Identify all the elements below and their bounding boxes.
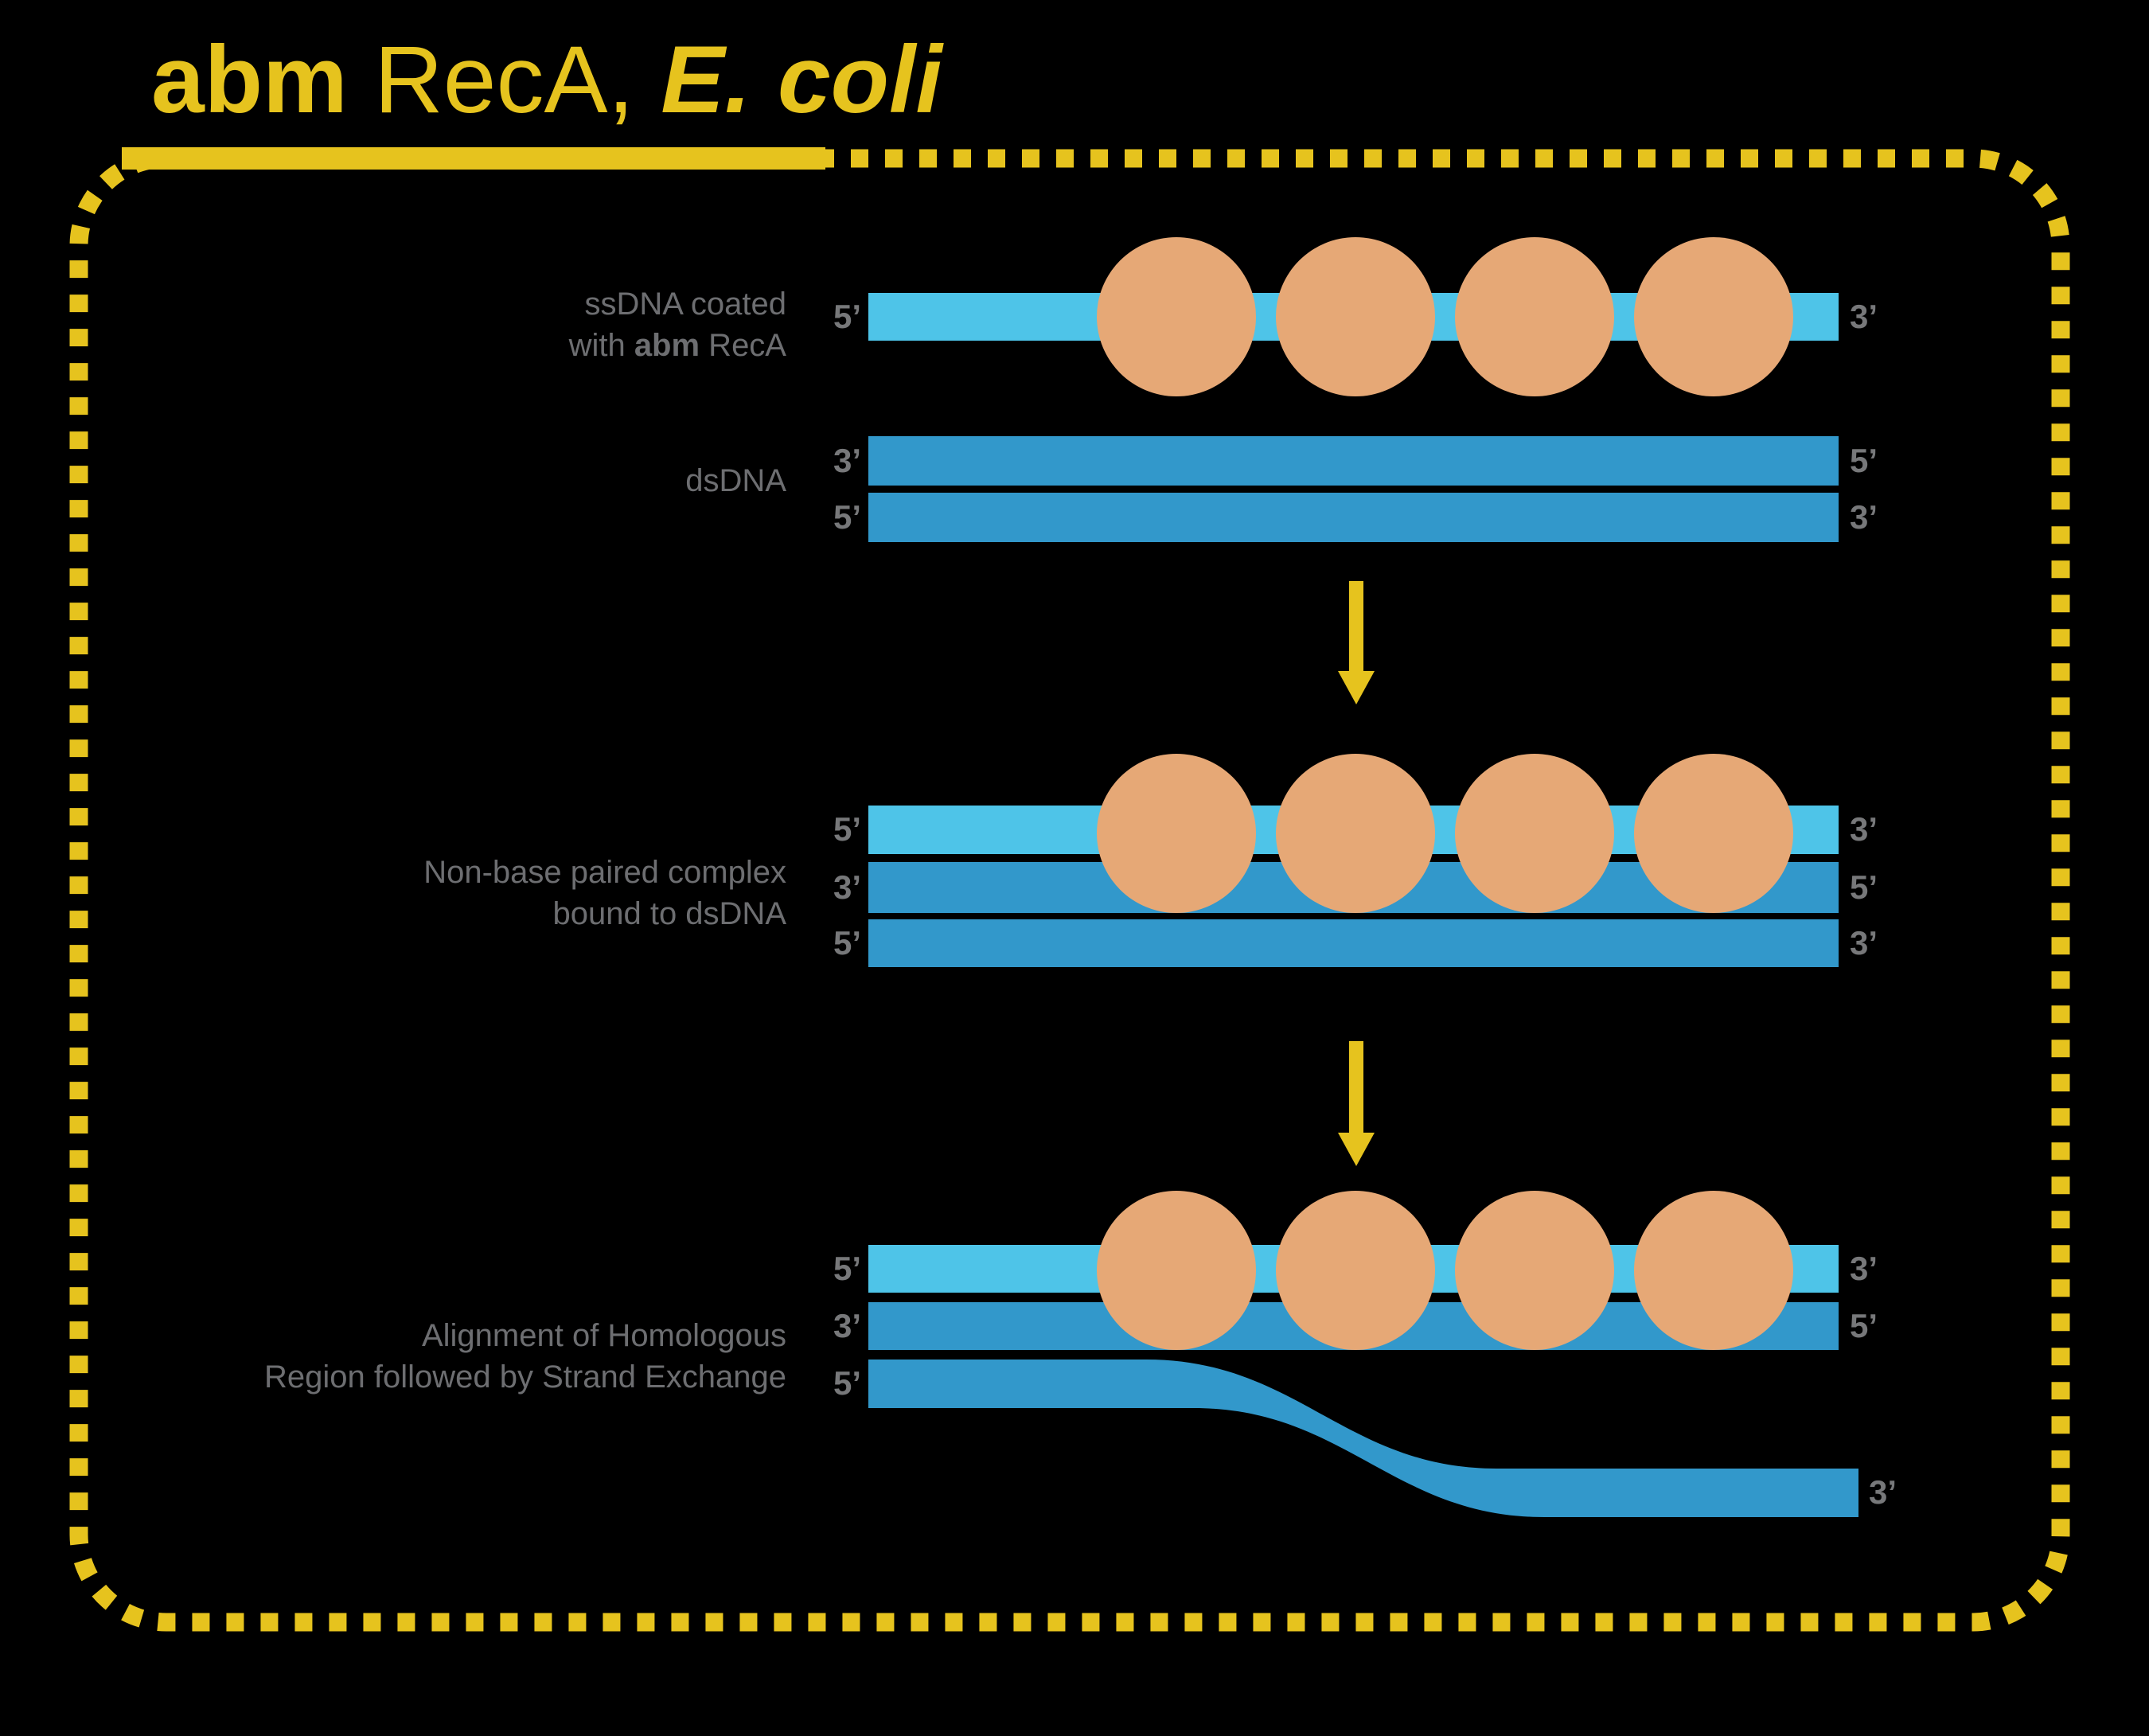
stage3-bottom-right-end-label: 3’ <box>1869 1473 1897 1511</box>
reca-protein-circle <box>1634 754 1793 913</box>
dsdna-bottom-right-end-label: 3’ <box>1850 498 1878 536</box>
stage3-label-line1: Alignment of Homologous <box>421 1318 786 1353</box>
stage1-label-line1: ssDNA coated <box>584 287 786 322</box>
stage2-mid-left-end-label: 3’ <box>833 868 861 906</box>
reca-protein-circle <box>1634 1191 1793 1350</box>
brand-name: abm <box>151 26 348 133</box>
dashed-border <box>69 149 2070 1632</box>
dsdna-top-left-end-label: 3’ <box>833 442 861 479</box>
reca-protein-circle <box>1276 1191 1435 1350</box>
dsdna-bottom-left-end-label: 5’ <box>833 498 861 536</box>
reca-protein-circle <box>1455 1191 1614 1350</box>
dsdna-bottom-strand <box>868 493 1839 542</box>
organism-name: E. coli <box>661 26 942 133</box>
reca-protein-circle <box>1097 237 1256 396</box>
reca-protein-circle <box>1097 754 1256 913</box>
page-title: abm RecA, E. coli <box>151 22 942 137</box>
stage1-label-line2: with abm RecA <box>568 328 786 363</box>
stage2-mid-right-end-label: 5’ <box>1850 868 1878 906</box>
arrow-down-icon <box>1338 581 1375 704</box>
stage2-dsdna-bottom-strand <box>868 919 1839 967</box>
ssdna-left-end-label: 5’ <box>833 298 861 335</box>
stage3-mid-right-end-label: 5’ <box>1850 1307 1878 1344</box>
reca-protein-circle <box>1634 237 1793 396</box>
reca-protein-circle <box>1276 237 1435 396</box>
stage2-bottom-right-end-label: 3’ <box>1850 924 1878 962</box>
stage3-label: Alignment of Homologous Region followed … <box>264 1315 786 1398</box>
stage2-top-right-end-label: 3’ <box>1850 810 1878 848</box>
stage3-top-right-end-label: 3’ <box>1850 1250 1878 1287</box>
stage3-mid-left-end-label: 3’ <box>833 1307 861 1344</box>
stage2-label-line1: Non-base paired complex <box>423 855 786 890</box>
dsdna-top-right-end-label: 5’ <box>1850 442 1878 479</box>
exchanged-strand-curve <box>868 1360 1858 1517</box>
title-underline <box>122 147 825 170</box>
stage2-label: Non-base paired complex bound to dsDNA <box>423 852 786 934</box>
stage3-top-left-end-label: 5’ <box>833 1250 861 1287</box>
stage2-bottom-left-end-label: 5’ <box>833 924 861 962</box>
product-name: RecA, <box>347 26 661 133</box>
stage3-bottom-left-end-label: 5’ <box>833 1364 861 1402</box>
reca-protein-circle <box>1455 237 1614 396</box>
stage3-label-line2: Region followed by Strand Exchange <box>264 1360 786 1395</box>
reca-protein-circle <box>1276 754 1435 913</box>
stage2-label-line2: bound to dsDNA <box>552 896 786 931</box>
stage1-label: ssDNA coated with abm RecA <box>569 283 786 366</box>
reca-protein-circle <box>1097 1191 1256 1350</box>
stage2-top-left-end-label: 5’ <box>833 810 861 848</box>
ssdna-right-end-label: 3’ <box>1850 298 1878 335</box>
reca-protein-circle <box>1455 754 1614 913</box>
dsdna-top-strand <box>868 436 1839 486</box>
dsdna-label: dsDNA <box>685 463 786 498</box>
arrow-down-icon <box>1338 1041 1375 1166</box>
